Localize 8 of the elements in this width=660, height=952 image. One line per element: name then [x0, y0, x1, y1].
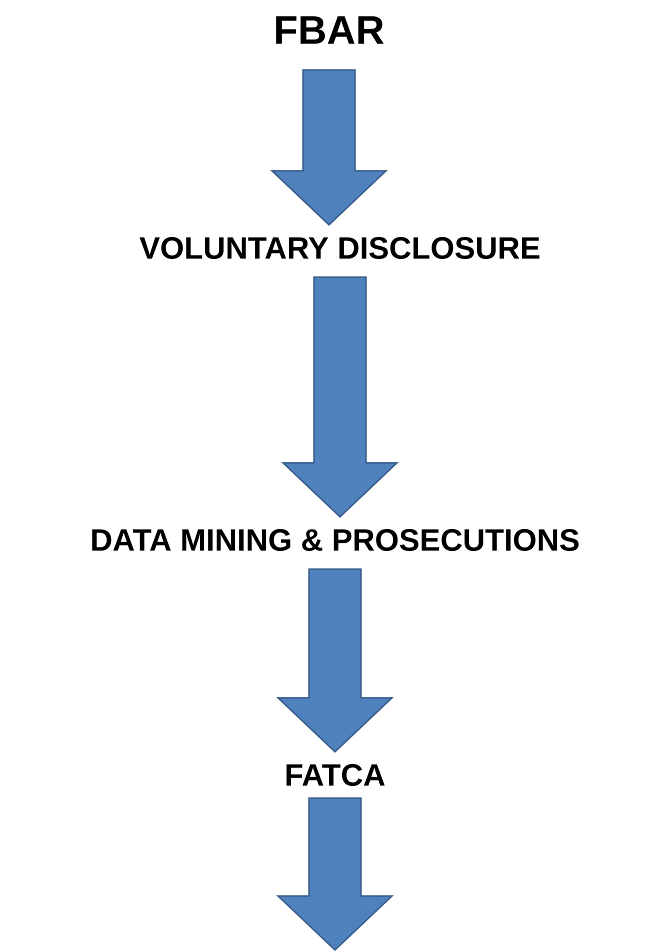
heading-text: FBAR — [276, 16, 384, 44]
block-arrow — [276, 797, 394, 952]
heading-text: DATA MINING & PROSECUTIONS — [92, 529, 579, 551]
block-arrow — [270, 69, 388, 226]
block-arrow — [276, 568, 394, 753]
block-arrow — [281, 276, 399, 518]
heading-text: VOLUNTARY DISCLOSURE — [140, 237, 540, 259]
heading-text: FATCA — [286, 764, 385, 786]
